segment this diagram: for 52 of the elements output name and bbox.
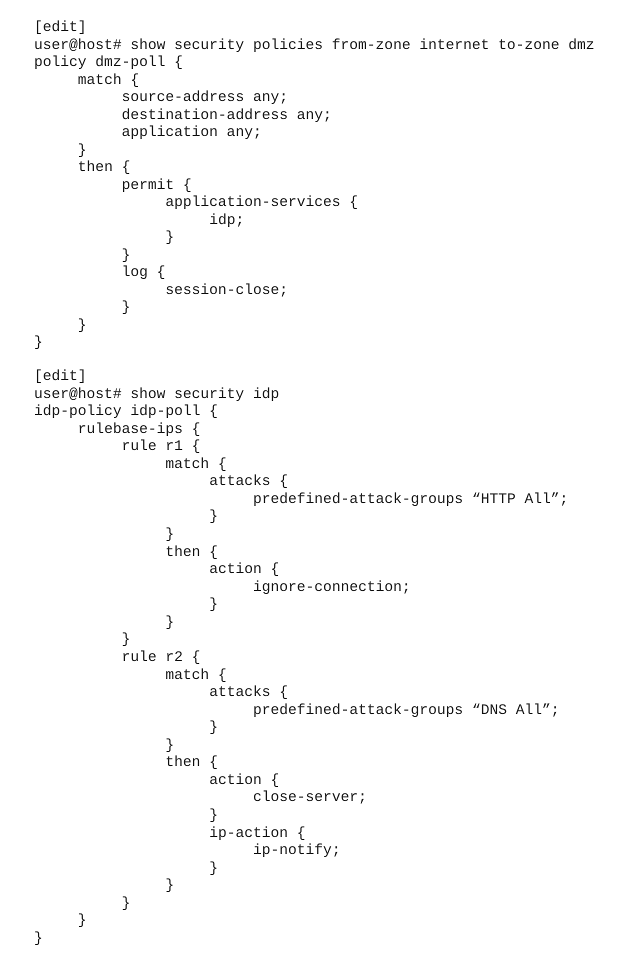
code-line: ip-action { [209, 824, 306, 843]
code-line: action { [209, 772, 280, 790]
code-line: [edit] [34, 368, 87, 386]
code-line: } [78, 316, 87, 334]
code-line: rule r1 { [122, 438, 200, 456]
code-line: } [34, 334, 43, 352]
code-line: permit { [122, 176, 192, 194]
code-line: [edit] [34, 19, 87, 37]
code-line: predefined-attack-groups “DNS All”; [253, 702, 560, 720]
code-line: } [78, 912, 87, 930]
code-line: } [165, 614, 174, 632]
code-line: } [165, 877, 174, 896]
code-line: } [165, 736, 174, 755]
code-line: } [209, 719, 218, 738]
code-line: source-address any; [122, 89, 288, 107]
code-line: log { [122, 264, 166, 282]
code-line: user@host# show security idp [34, 386, 280, 404]
code-line: } [122, 631, 130, 650]
code-line: application-services { [165, 194, 358, 212]
code-line: } [209, 596, 218, 614]
code-line: } [165, 229, 174, 247]
code-line: match { [165, 456, 227, 474]
code-line: } [122, 299, 130, 317]
code-line: } [209, 807, 218, 825]
code-line: session-close; [165, 282, 288, 300]
code-line: match { [165, 666, 227, 685]
code-line: policy dmz-poll { [34, 54, 183, 72]
code-line: } [122, 894, 130, 913]
code-line: } [165, 526, 174, 544]
code-line: then { [165, 544, 218, 562]
code-line: predefined-attack-groups “HTTP All”; [253, 490, 568, 509]
code-line: close-server; [253, 789, 367, 808]
code-line: attacks { [209, 684, 288, 702]
code-line: action { [209, 561, 280, 580]
code-line: } [78, 142, 87, 160]
code-line: ip-notify; [253, 842, 341, 860]
code-line: idp; [209, 212, 244, 230]
code-line: ignore-connection; [253, 578, 411, 597]
code-line: then { [165, 754, 218, 772]
code-line: rulebase-ips { [78, 420, 200, 439]
code-line: user@host# show security policies from-zone internet to-zone dmz [34, 36, 594, 54]
code-line: match { [78, 72, 140, 90]
code-line: application any; [122, 124, 262, 142]
code-line: then { [78, 159, 130, 177]
code-line: destination-address any; [122, 106, 332, 124]
code-line: idp-policy idp-poll { [34, 403, 218, 422]
code-line: rule r2 { [122, 648, 200, 667]
code-line: attacks { [209, 473, 288, 492]
code-line: } [34, 930, 43, 948]
code-line: } [122, 246, 130, 264]
code-line: } [209, 508, 218, 526]
code-line: } [209, 860, 218, 878]
